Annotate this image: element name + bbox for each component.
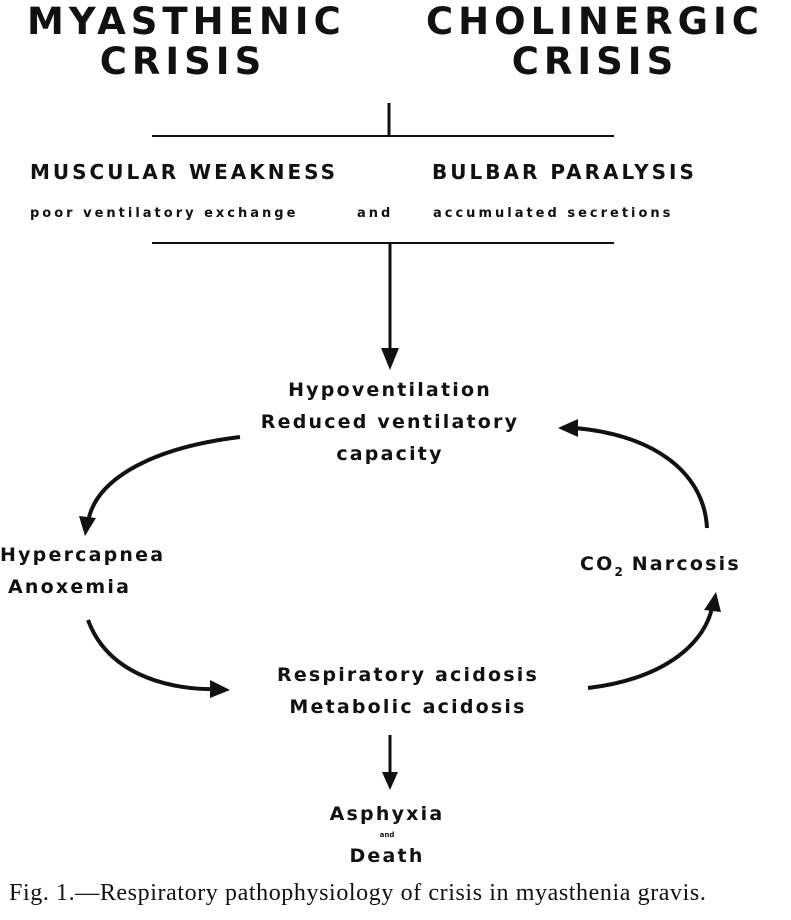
title-left-line2: CRISIS [99,40,267,83]
hypoventilation-node: Hypoventilation Reduced ventilatory capa… [261,374,519,470]
figure-caption: Fig. 1.—Respiratory pathophysiology of c… [9,880,707,906]
muscular-weakness-label: MUSCULAR WEAKNESS [30,160,339,184]
co2-narcosis-node: CO2 Narcosis [580,548,741,588]
and-label: and [357,206,394,221]
arrow-left-to-bottom [86,619,216,692]
myasthenic-crisis-title: MYASTHENIC CRISIS [27,0,346,83]
bottom-node-line1: Respiratory acidosis [276,664,540,686]
top-node-line1: Hypoventilation [288,379,492,401]
arrow-top-to-left-head [79,516,96,536]
down-arrow-head [381,348,399,370]
arrow-bottom-to-right-head [704,592,721,612]
cholinergic-crisis-title: CHOLINERGIC CRISIS [425,2,765,82]
co2-subscript: 2 [614,565,623,579]
arrow-right-to-top-head [558,419,578,437]
arrow-bottom-to-right [587,607,714,690]
death-label: Death [349,845,425,867]
arrow-top-to-left [86,435,241,523]
arrow-left-to-bottom-head [210,680,230,698]
outcome-and-label: and [379,831,395,839]
bulbar-paralysis-label: BULBAR PARALYSIS [432,160,697,184]
co2-prefix: CO [580,553,615,575]
top-node-line2: Reduced ventilatory [260,411,520,433]
left-node-line2: Anoxemia [8,576,132,598]
hypercapnea-node: Hypercapnea Anoxemia [0,539,165,603]
accumulated-secretions-label: accumulated secretions [433,206,674,221]
poor-ventilatory-exchange-label: poor ventilatory exchange [30,206,299,221]
acidosis-node: Respiratory acidosis Metabolic acidosis [277,659,539,723]
arrow-right-to-top [573,426,709,529]
bottom-node-line2: Metabolic acidosis [289,696,527,718]
title-left-line1: MYASTHENIC [27,0,346,43]
title-right-line1: CHOLINERGIC [426,0,764,43]
narcosis-label: Narcosis [631,553,741,575]
outcome-arrow-head [382,772,398,790]
top-node-line3: capacity [336,443,444,465]
asphyxia-label: Asphyxia [329,803,445,825]
left-node-line1: Hypercapnea [0,544,166,566]
title-right-line2: CRISIS [511,40,679,83]
